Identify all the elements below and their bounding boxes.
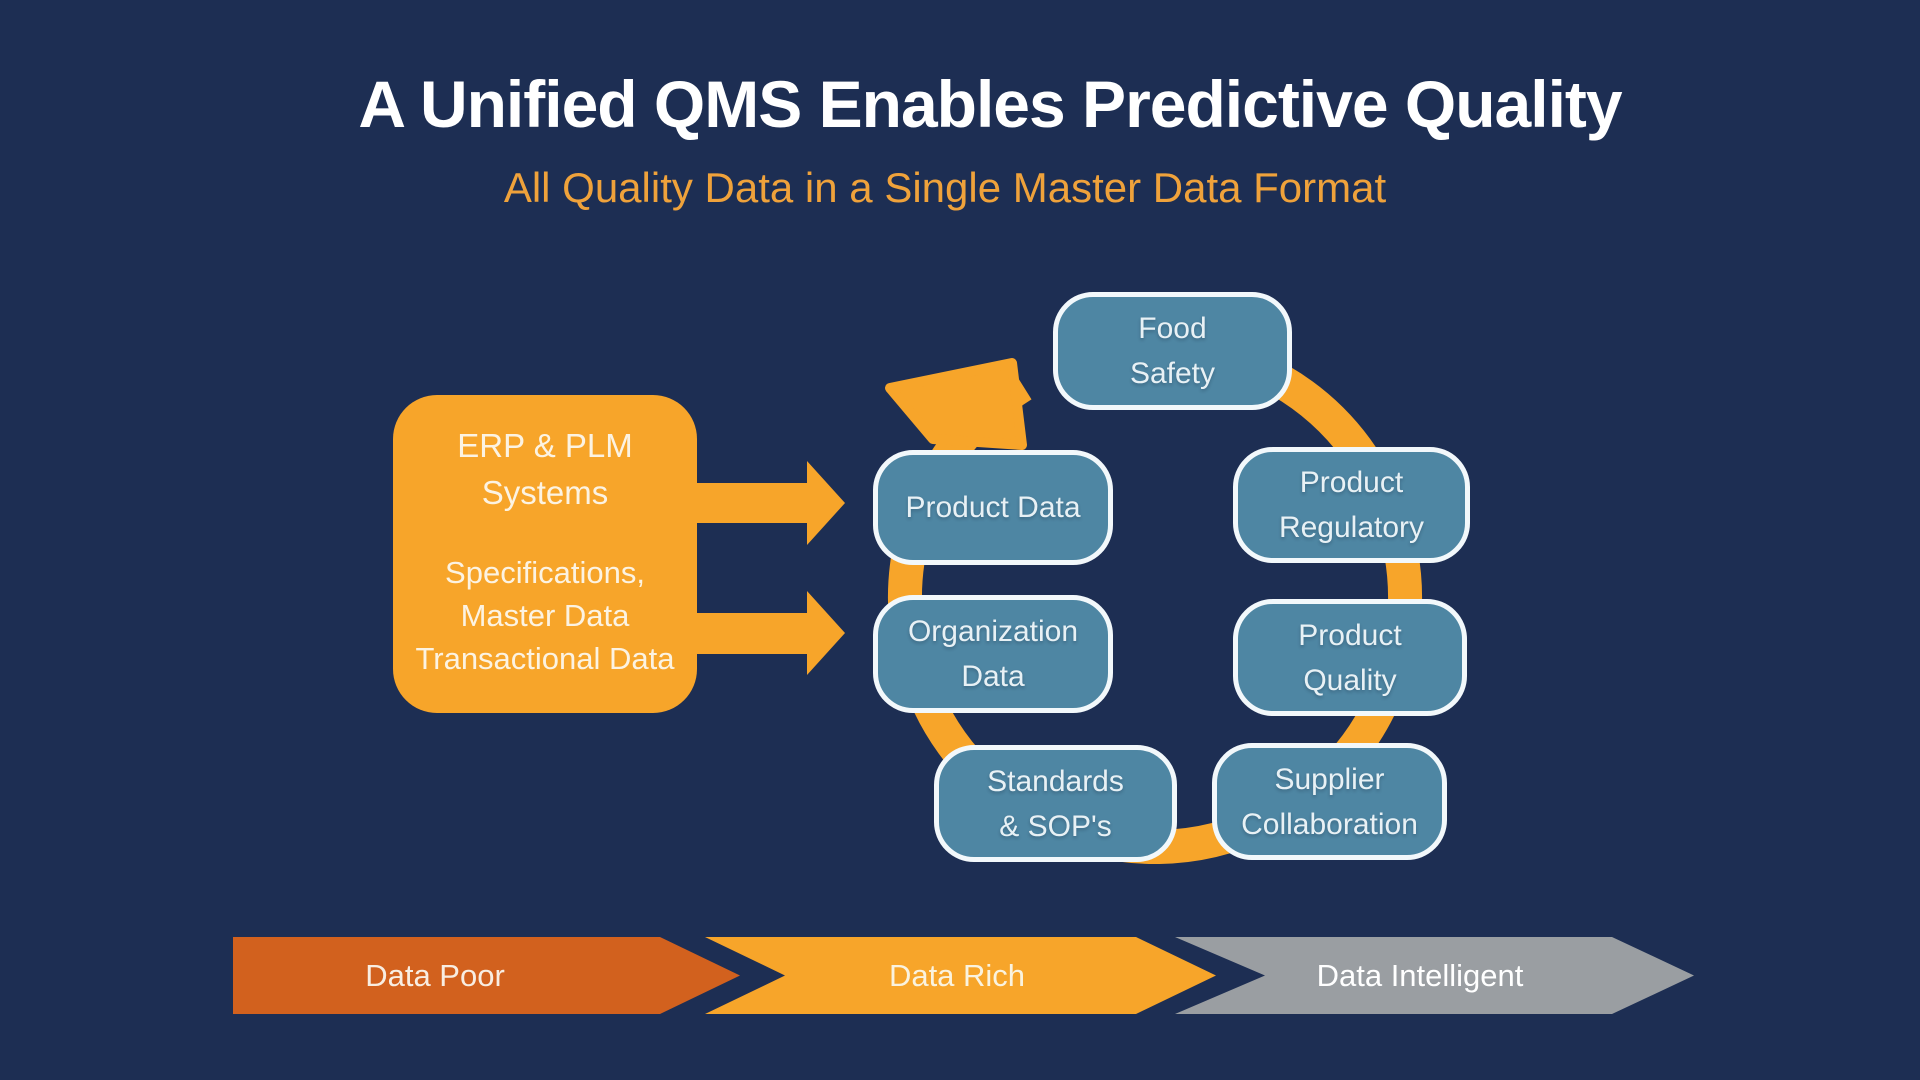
source-heading-line1: ERP & PLM	[457, 427, 633, 464]
node-standards-sops: Standards & SOP's	[934, 745, 1177, 862]
node-label-line: Organization	[907, 615, 1079, 648]
stage-label-data-rich: Data Rich	[888, 958, 1026, 993]
node-label-line: Product	[1299, 466, 1404, 499]
node-label-line: Data	[961, 660, 1025, 693]
node-label-line: Product Data	[905, 491, 1081, 524]
flow-arrow-top-icon	[600, 461, 845, 545]
stage-label-data-poor: Data Poor	[365, 958, 505, 993]
cycle-ring-arrowhead-icon	[885, 358, 1027, 450]
node-product-quality: Product Quality	[1233, 599, 1467, 716]
source-box-body: Specifications, Master Data Transactiona…	[415, 551, 674, 680]
node-label-line: Safety	[1129, 357, 1216, 390]
stage-data-poor-chevron	[233, 937, 740, 1014]
source-body-line3: Transactional Data	[415, 641, 675, 676]
slide-subtitle: All Quality Data in a Single Master Data…	[503, 164, 1387, 211]
node-label-line: Product	[1298, 618, 1402, 652]
node-food-safety: Food Safety	[1053, 292, 1292, 410]
stage-data-rich-chevron	[705, 937, 1216, 1014]
stage-data-intelligent-chevron	[1175, 937, 1694, 1014]
stage-label-data-intelligent: Data Intelligent	[1316, 958, 1524, 993]
node-product-regulatory: Product Regulatory	[1233, 447, 1470, 563]
source-box-heading: ERP & PLM Systems	[457, 422, 632, 516]
source-heading-line2: Systems	[481, 474, 609, 511]
node-product-data: Product Data	[873, 450, 1113, 565]
node-label-line: & SOP's	[999, 809, 1112, 843]
node-label-line: Food	[1138, 312, 1207, 345]
node-label-line: Standards	[987, 764, 1124, 798]
source-body-line2: Master Data	[460, 598, 630, 633]
node-label-line: Quality	[1303, 663, 1397, 697]
node-label-line: Regulatory	[1278, 511, 1425, 544]
slide-title: A Unified QMS Enables Predictive Quality	[358, 67, 1622, 141]
node-label-line: Supplier	[1274, 762, 1385, 796]
node-supplier-collaboration: Supplier Collaboration	[1212, 743, 1447, 860]
source-body-line1: Specifications,	[445, 555, 645, 590]
erp-plm-source-box: ERP & PLM Systems Specifications, Master…	[393, 395, 697, 713]
node-label-line: Collaboration	[1241, 807, 1418, 841]
node-organization-data: Organization Data	[873, 595, 1113, 713]
